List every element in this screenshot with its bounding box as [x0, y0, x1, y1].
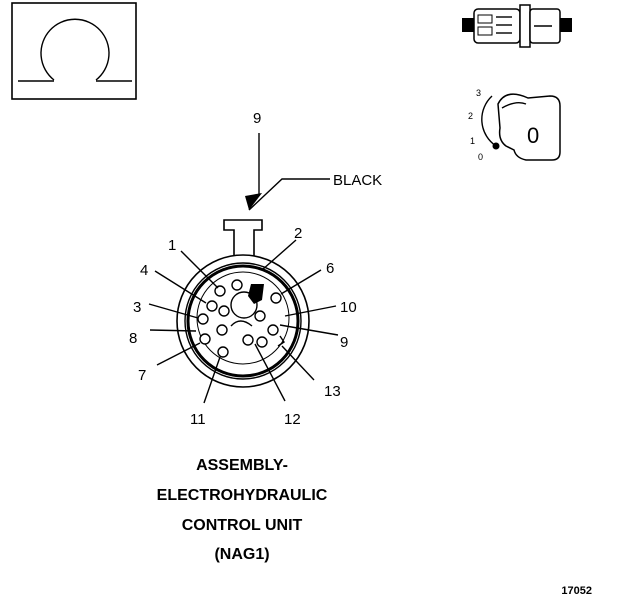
lock-position-2: 2 [468, 111, 473, 121]
lock-position-3: 3 [476, 88, 481, 98]
title-line-2: ELECTROHYDRAULIC [157, 487, 328, 504]
pin-label-6: 6 [326, 260, 334, 277]
pin-leader-lines [148, 239, 339, 404]
lock-key-letter: 0 [527, 123, 539, 148]
pin-label-7: 7 [138, 367, 146, 384]
pin-label-9-right: 9 [340, 334, 348, 351]
diagram-title: ASSEMBLY- ELECTROHYDRAULIC CONTROL UNIT … [157, 457, 328, 563]
pin-label-4: 4 [140, 262, 148, 279]
pin-label-1: 1 [168, 237, 176, 254]
connector-face [176, 219, 310, 388]
lock-position-icon: 3 2 1 0 0 [468, 88, 561, 162]
lock-position-1: 1 [470, 136, 475, 146]
pin-label-8: 8 [129, 330, 137, 347]
pin-label-12: 12 [284, 411, 301, 428]
pin-label-3: 3 [133, 299, 141, 316]
title-line-3: CONTROL UNIT [182, 517, 303, 534]
wire-color-label: BLACK [333, 172, 382, 189]
black-wire-callout [245, 178, 330, 211]
pin-label-11: 11 [190, 411, 206, 428]
title-line-1: ASSEMBLY- [196, 457, 288, 474]
pin-label-10: 10 [340, 299, 357, 316]
pin-label-13: 13 [324, 383, 341, 400]
omega-connector-view-icon [11, 2, 137, 100]
figure-number: 17052 [561, 585, 592, 597]
title-line-4: (NAG1) [214, 546, 269, 563]
lock-position-0: 0 [478, 152, 483, 162]
top-pin-label: 9 [253, 110, 261, 127]
pin-label-2: 2 [294, 225, 302, 242]
connector-plug-icon [462, 4, 572, 48]
